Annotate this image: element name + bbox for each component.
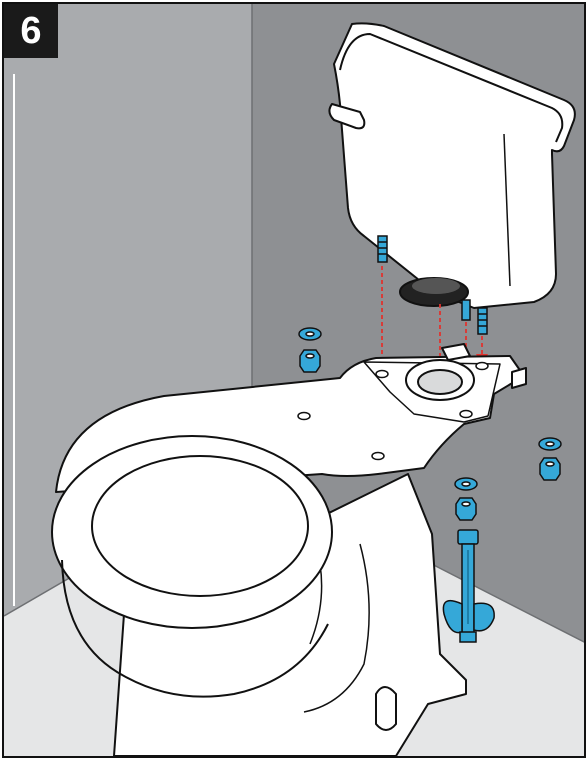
flush-opening-inner (418, 370, 462, 394)
tank-bolt-left (378, 236, 387, 262)
wrench-base (460, 632, 476, 642)
step-number-badge: 6 (4, 4, 58, 58)
gasket-highlight (412, 278, 460, 294)
tank-bolt-hole-front (460, 411, 472, 418)
tank-bolt-right (478, 308, 487, 334)
toilet-tank-installation-diagram (4, 4, 586, 758)
tank-bolt-hole-left (376, 371, 388, 378)
deck-tab-side (512, 368, 526, 388)
seat-hole-right (372, 453, 384, 460)
bowl-opening (92, 456, 308, 596)
bolt-cap (376, 687, 396, 730)
deck-tab-rear (442, 344, 470, 360)
seat-hole-left (298, 413, 310, 420)
tank-bolt-hole-right (476, 363, 488, 370)
tank-bolt-middle (462, 300, 470, 320)
wrench-socket (458, 530, 478, 544)
